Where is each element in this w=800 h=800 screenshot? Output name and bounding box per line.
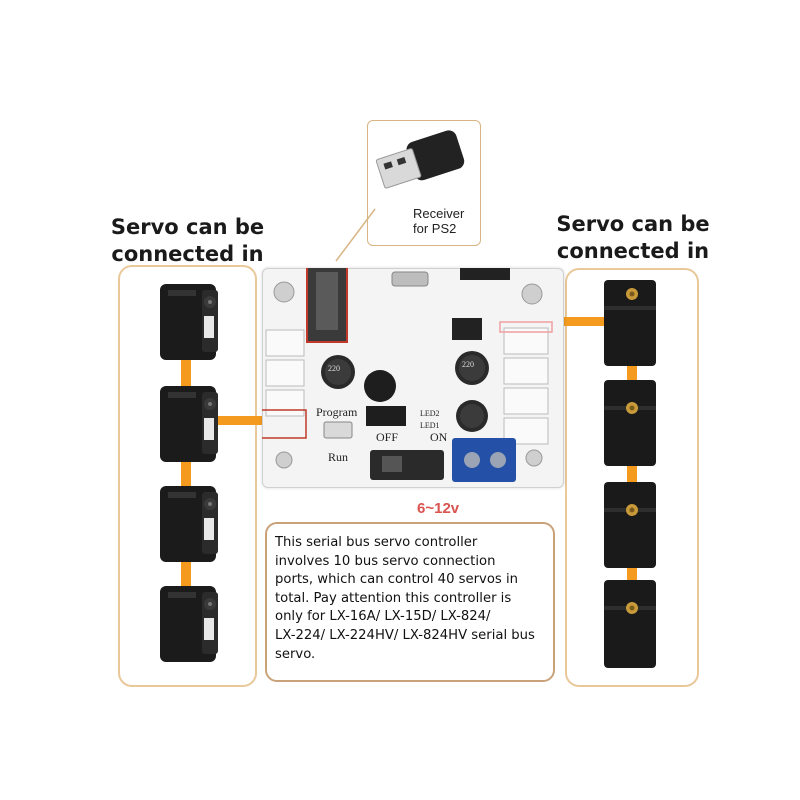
right-servo-2 bbox=[604, 380, 656, 466]
description-line-5: only for LX-16A/ LX-15D/ LX-824/ bbox=[275, 609, 491, 625]
run-label: Run bbox=[328, 450, 349, 464]
left-chain-wire bbox=[181, 300, 191, 640]
right-chain-wire bbox=[627, 300, 637, 640]
receiver-pointer-line bbox=[335, 208, 376, 262]
left-servo-4 bbox=[160, 586, 218, 662]
left-servo-2 bbox=[160, 386, 218, 462]
description-line-1: This serial bus servo controller bbox=[275, 535, 478, 550]
description-line-7: servo. bbox=[275, 646, 316, 662]
capacitor-1-label: 220 bbox=[328, 364, 340, 373]
capacitor-2-label: 220 bbox=[462, 360, 474, 369]
left-heading-line1: Servo can be bbox=[110, 215, 265, 239]
description-line-6: LX-224/ LX-224HV/ LX-824HV serial bus bbox=[275, 627, 535, 643]
receiver-label-line1: Receiver bbox=[413, 206, 465, 221]
description-line-4: total. Pay attention this controller is bbox=[275, 590, 512, 606]
program-label: Program bbox=[316, 405, 358, 419]
board-components bbox=[262, 268, 553, 482]
on-label: ON bbox=[430, 430, 448, 444]
voltage-label: 6~12v bbox=[417, 500, 460, 517]
receiver-label: Receiver for PS2 bbox=[413, 206, 464, 236]
usb-receiver-image bbox=[375, 130, 465, 189]
left-heading: Servo can be connected in series bbox=[75, 214, 300, 295]
led1-label: LED1 bbox=[420, 421, 440, 430]
right-heading-line1: Servo can be bbox=[556, 212, 710, 236]
off-label: OFF bbox=[376, 430, 399, 444]
receiver-label-line2: for PS2 bbox=[413, 221, 457, 236]
left-servo-3 bbox=[160, 486, 218, 562]
right-link-wire bbox=[555, 317, 615, 326]
led2-label: LED2 bbox=[420, 409, 440, 418]
left-link-wire bbox=[210, 416, 265, 425]
description-line-2: involves 10 bus servo connection bbox=[275, 553, 496, 569]
right-servo-3 bbox=[604, 482, 656, 568]
description-line-3: ports, which can control 40 servos in bbox=[275, 572, 519, 588]
left-servo-1 bbox=[160, 284, 218, 360]
description-box: This serial bus servo controller involve… bbox=[265, 522, 555, 682]
right-servo-4 bbox=[604, 580, 656, 668]
right-servo-1 bbox=[604, 280, 656, 366]
